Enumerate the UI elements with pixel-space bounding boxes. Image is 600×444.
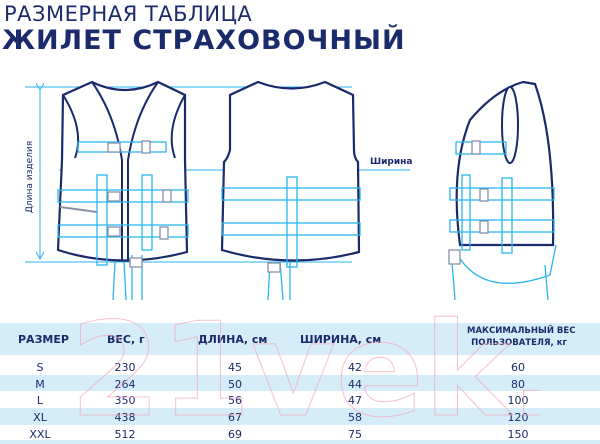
table-cell: S	[36, 361, 44, 374]
table-cell: 69	[228, 428, 242, 441]
table-cell: XL	[33, 411, 47, 424]
table-cell: 56	[228, 394, 242, 407]
table-cell: 58	[348, 411, 362, 424]
table-cell: 120	[507, 411, 529, 424]
header-weight: ВЕС, г	[107, 333, 145, 346]
length-label: Длина изделия	[25, 140, 36, 214]
header-width: ШИРИНА, см	[300, 333, 382, 346]
header-max-weight-line2: ПОЛЬЗОВАТЕЛЯ, кг	[471, 338, 567, 348]
title-line-2: ЖИЛЕТ СТРАХОВОЧНЫЙ	[2, 25, 406, 56]
table-cell: 47	[348, 394, 362, 407]
header-max-weight: МАКСИМАЛЬНЫЙ ВЕС ПОЛЬЗОВАТЕЛЯ, кг	[467, 325, 576, 349]
table-cell: 75	[348, 428, 362, 441]
title-line-1: РАЗМЕРНАЯ ТАБЛИЦА	[4, 2, 253, 26]
header-length: ДЛИНА, см	[198, 333, 268, 346]
table-cell: 42	[348, 361, 362, 374]
table-cell: XXL	[29, 428, 51, 441]
table-cell: 512	[114, 428, 136, 441]
front-vest	[56, 80, 189, 301]
table-cell: 44	[348, 378, 362, 391]
back-vest	[220, 80, 361, 301]
header-max-weight-line1: МАКСИМАЛЬНЫЙ ВЕС	[467, 326, 576, 336]
table-cell: 67	[228, 411, 242, 424]
vest-diagram	[25, 80, 557, 301]
table-header-band	[0, 323, 600, 355]
table-cell: 350	[114, 394, 136, 407]
table-cell: 438	[114, 411, 136, 424]
row-band	[0, 375, 600, 391]
table-cell: 150	[507, 428, 529, 441]
table-cell: 264	[114, 378, 136, 391]
table-cell: 80	[511, 378, 525, 391]
header-size: РАЗМЕР	[18, 333, 69, 346]
side-vest	[448, 80, 557, 301]
table-cell: M	[35, 378, 45, 391]
table-cell: 100	[507, 394, 529, 407]
table-cell: 45	[228, 361, 242, 374]
table-cell: 60	[511, 361, 525, 374]
row-band	[0, 408, 600, 425]
width-label: Ширина	[370, 157, 413, 167]
table-cell: 230	[114, 361, 136, 374]
table-cell: 50	[228, 378, 242, 391]
table-cell: L	[36, 394, 44, 407]
zipper-pocket	[59, 206, 98, 213]
